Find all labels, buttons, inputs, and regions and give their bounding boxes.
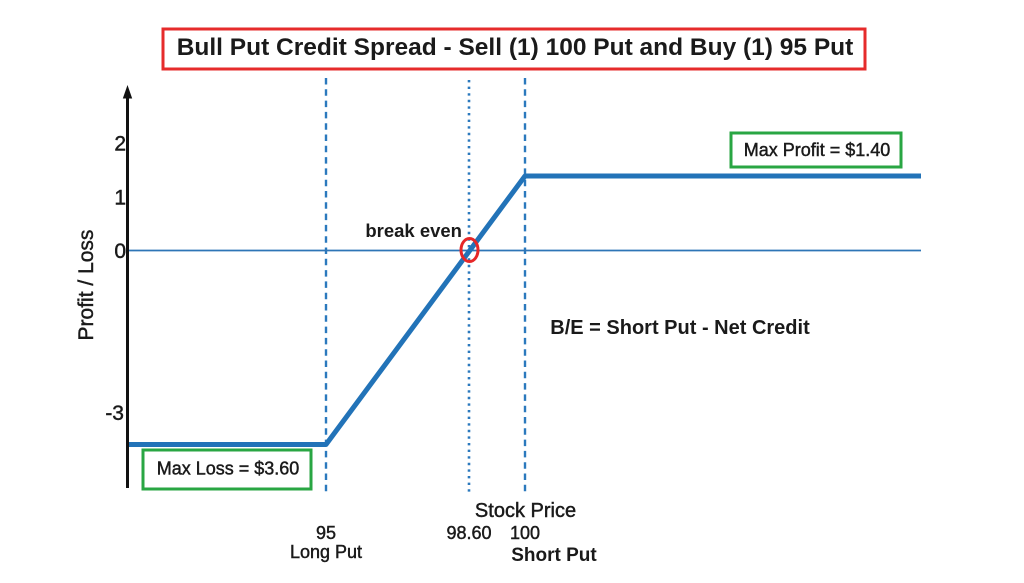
svg-text:0: 0 — [114, 240, 126, 263]
svg-text:Short Put: Short Put — [511, 545, 597, 566]
svg-text:Bull Put Credit Spread - Sell: Bull Put Credit Spread - Sell (1) 100 Pu… — [177, 34, 854, 61]
svg-text:Stock Price: Stock Price — [475, 500, 576, 522]
svg-text:Long Put: Long Put — [290, 542, 362, 562]
svg-text:B/E = Short Put - Net Credit: B/E = Short Put - Net Credit — [550, 317, 810, 339]
svg-text:95: 95 — [316, 523, 336, 543]
svg-text:Profit / Loss: Profit / Loss — [75, 230, 98, 341]
svg-text:-3: -3 — [105, 402, 124, 425]
svg-text:1: 1 — [114, 187, 126, 210]
svg-text:100: 100 — [510, 523, 540, 543]
svg-text:Max Profit = $1.40: Max Profit = $1.40 — [744, 140, 891, 160]
svg-text:98.60: 98.60 — [446, 523, 491, 543]
svg-text:break even: break even — [365, 220, 462, 241]
svg-text:Max Loss = $3.60: Max Loss = $3.60 — [157, 459, 300, 479]
svg-text:2: 2 — [114, 133, 126, 156]
